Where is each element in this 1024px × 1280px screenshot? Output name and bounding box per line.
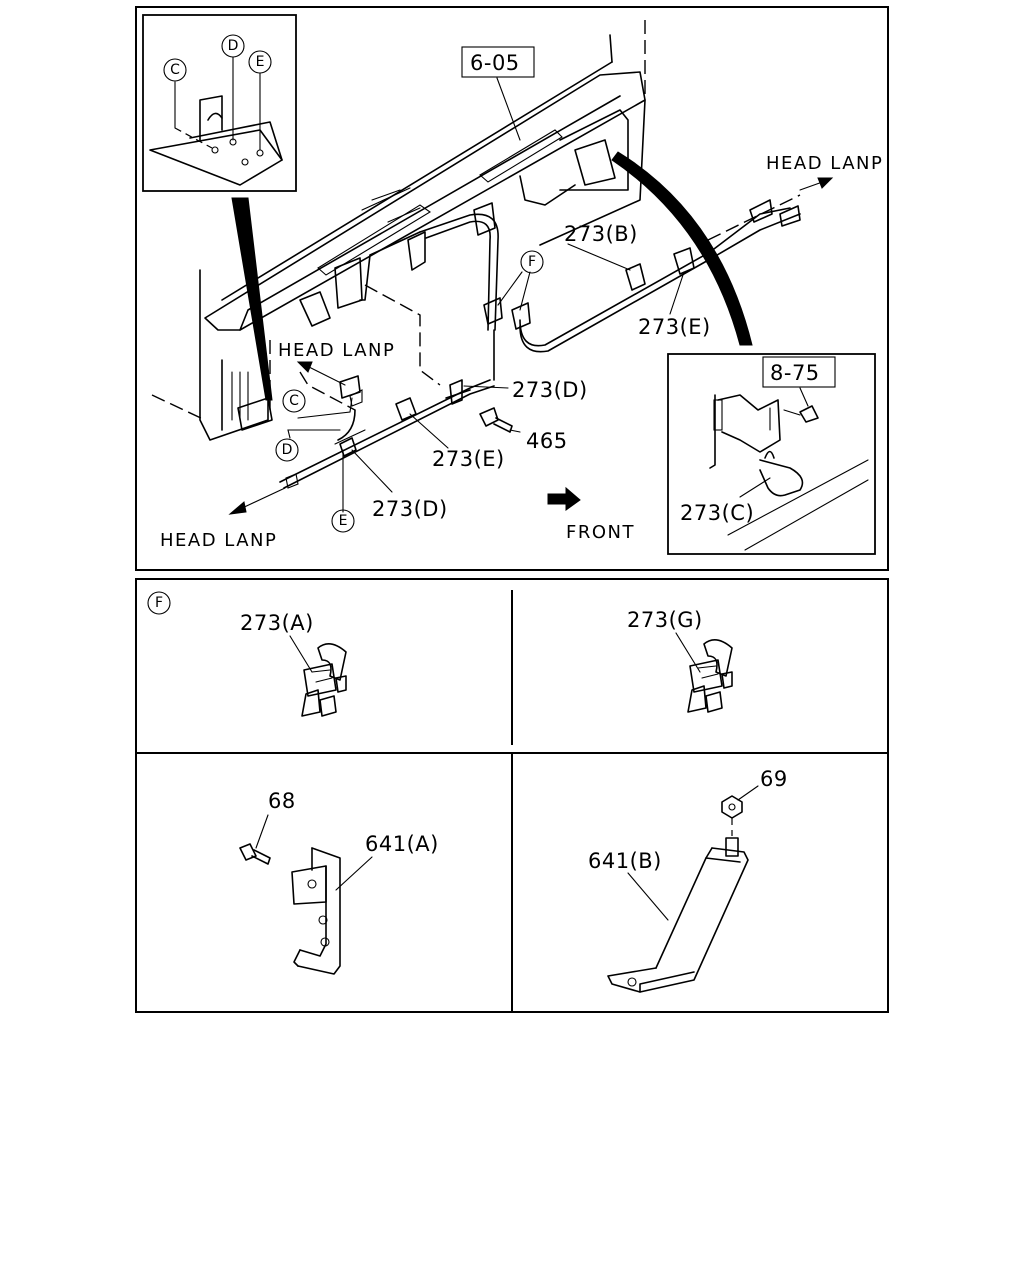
detail-273g: 273(G) (627, 608, 733, 713)
part-641a-label: 641(A) (365, 832, 439, 856)
marker-circles (163, 34, 544, 533)
marker-c-main (282, 389, 306, 413)
part-273e-right-label: 273(E) (638, 315, 711, 339)
part-68-label: 68 (268, 789, 296, 813)
part-273b-label: 273(B) (564, 222, 638, 246)
marker-e-main (331, 509, 355, 533)
dashed-lead-c (299, 371, 356, 411)
head-lamp-middle-label: HEAD LANP (278, 340, 395, 361)
leader-lines (287, 77, 685, 513)
front-label: FRONT (566, 522, 635, 543)
part-465-label: 465 (526, 429, 568, 453)
detail-f-marker (147, 591, 171, 615)
marker-e-main-text: E (339, 513, 348, 529)
ref-box-6-05 (461, 46, 535, 78)
main-assembly-view: 6-05 8-75 HEAD LANP HEAD LANP HEAD LANP … (135, 6, 889, 571)
part-273a-label: 273(A) (240, 611, 314, 635)
lead-wedge-left (231, 197, 273, 401)
part-69-label: 69 (760, 767, 788, 791)
part-273e-lower-label: 273(E) (432, 447, 505, 471)
ref-6-05-label: 6-05 (470, 51, 520, 75)
marker-e-inset-text: E (256, 54, 265, 70)
head-lamp-right-label: HEAD LANP (766, 153, 883, 174)
head-lamp-middle-arrow (296, 361, 361, 399)
marker-c-inset (163, 58, 187, 82)
dashed-lead-harness (364, 284, 441, 386)
ref-box-8-75 (762, 356, 836, 388)
marker-d-inset-text: D (228, 38, 239, 54)
front-arrow-icon (547, 486, 581, 511)
main-view-frame (135, 6, 889, 571)
nut-69 (721, 795, 743, 857)
inset-bracket-detail (142, 14, 297, 192)
detail-273a: F 273(A) (147, 591, 347, 717)
part-273d-upper-label: 273(D) (512, 378, 588, 402)
part-641b-label: 641(B) (588, 849, 662, 873)
marker-d-main (275, 438, 299, 462)
detail-641b: 69 641(B) (588, 767, 788, 993)
marker-d-inset (221, 34, 245, 58)
bracket-641a (291, 847, 341, 975)
part-273d-lower-label: 273(D) (372, 497, 448, 521)
marker-c-main-text: C (289, 393, 299, 409)
detail-grid (135, 578, 889, 1013)
clip-273b (625, 263, 646, 291)
clip-273e-lower (395, 397, 417, 421)
bolt-68 (239, 843, 271, 865)
marker-f-main-text: F (528, 254, 536, 270)
marker-d-main-text: D (282, 442, 293, 458)
marker-c-inset-text: C (170, 62, 180, 78)
clip-273d-upper (445, 379, 471, 405)
lead-wedge-right (611, 151, 753, 346)
detail-641a: 68 641(A) (239, 789, 439, 975)
head-lamp-left-arrow (228, 487, 286, 515)
part-273c-label: 273(C) (680, 501, 754, 525)
ref-8-75-label: 8-75 (770, 361, 820, 385)
frame-crossmember (204, 20, 646, 331)
clip-f-pair (483, 297, 531, 330)
marker-e-inset (248, 50, 272, 74)
bolt-465 (479, 407, 513, 433)
head-lamp-right-connector (707, 177, 834, 241)
bracket-641b (607, 847, 749, 993)
clip-273e-right (673, 247, 695, 275)
head-lamp-left-label: HEAD LANP (160, 530, 277, 551)
marker-f-main (520, 250, 544, 274)
part-273g-label: 273(G) (627, 608, 703, 632)
left-chassis-rail (151, 269, 273, 441)
detail-f-marker-text: F (155, 595, 163, 611)
